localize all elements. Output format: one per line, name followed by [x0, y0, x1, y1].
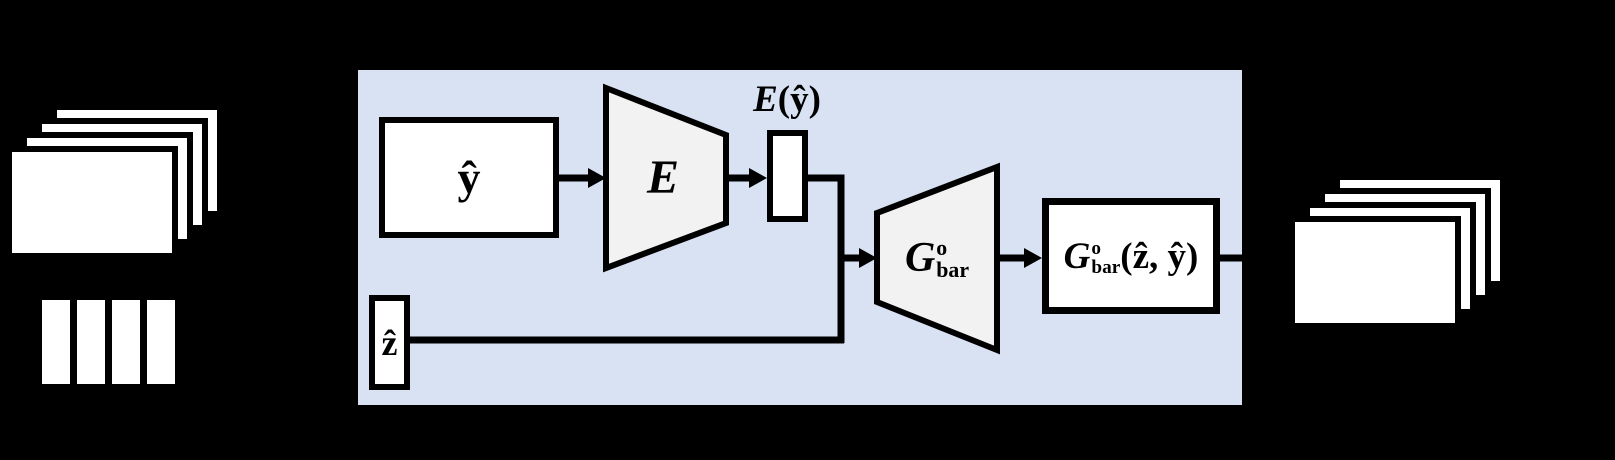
encoder-label: E [646, 150, 679, 204]
frame-card [1289, 216, 1461, 329]
generator-label-sup: o [936, 236, 948, 261]
latent-bar [42, 300, 70, 384]
generator-label-base: G [904, 235, 936, 281]
output-label-sup: o [1091, 237, 1102, 259]
latent-bar [112, 300, 140, 384]
latent-z-label: ẑ [381, 322, 398, 363]
input-y-label: ŷ [457, 152, 481, 203]
output-label-args: (ẑ, ŷ) [1120, 235, 1199, 277]
frame-card [6, 146, 178, 259]
latent-bar [77, 300, 105, 384]
generator-label-sub: bar [936, 258, 970, 283]
latent-bar [147, 300, 175, 384]
latent-z-box: ẑ [369, 295, 410, 390]
input-y-box: ŷ [379, 117, 559, 238]
code-caption-fn: E [753, 78, 778, 120]
output-label-sub: bar [1091, 256, 1121, 278]
code-box [767, 130, 808, 222]
code-caption-arg: (ŷ) [777, 78, 821, 120]
code-caption: E(ŷ) [727, 78, 847, 120]
output-label-base: G [1063, 235, 1091, 277]
